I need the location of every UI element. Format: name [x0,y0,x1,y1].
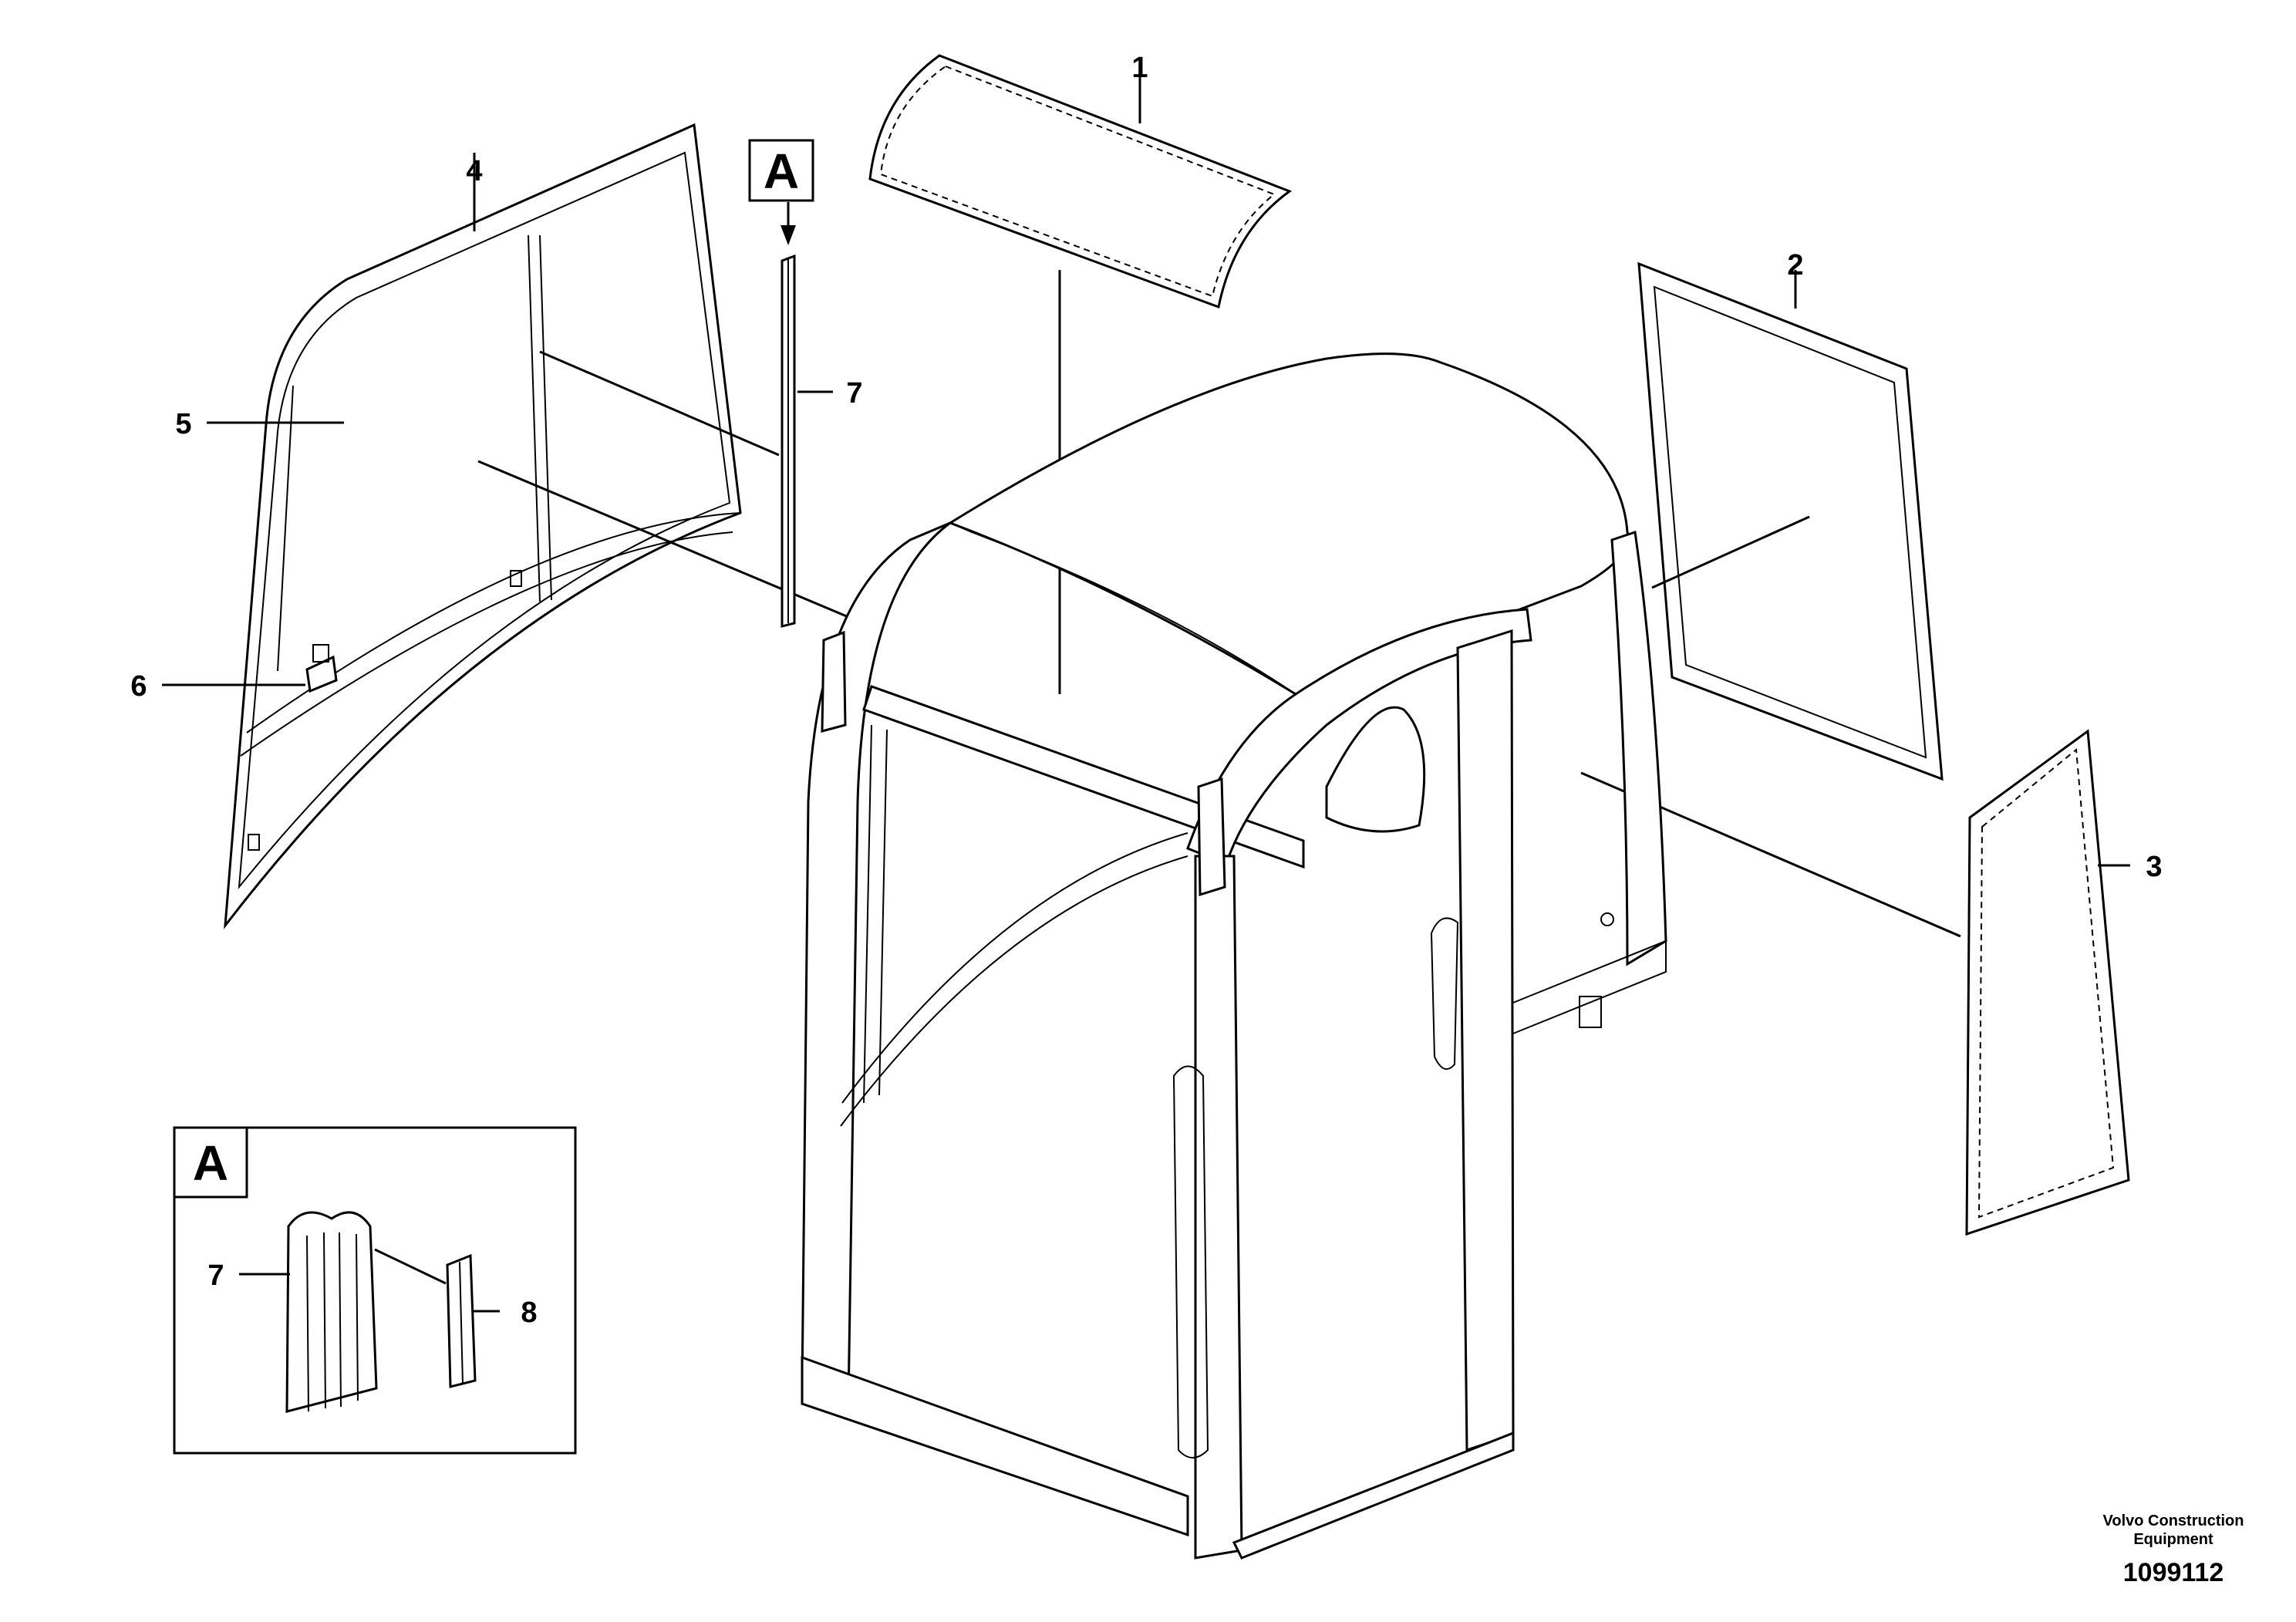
detail-a-inset: A [173,1126,577,1455]
callout-3: 3 [2146,851,2162,883]
detail-a-marker: A [748,139,814,245]
detail-box-letter: A [193,1135,228,1191]
callout-1: 1 [1131,52,1148,84]
seal-strip-part-7 [781,254,833,628]
latch-part-6 [162,644,338,693]
callout-8: 8 [521,1297,537,1329]
callout-4: 4 [466,155,482,187]
callout-6: 6 [130,670,147,703]
detail-marker-letter: A [764,143,799,199]
callout-7: 7 [846,377,862,410]
drawing-number: 1099112 [2123,1558,2224,1587]
side-glass-part-3 [1580,729,2130,1236]
cab-frame [801,352,1667,1560]
footer: Volvo Construction Equipment 1099112 [2103,1512,2244,1587]
brand-line-2: Equipment [2133,1531,2213,1548]
callout-labels: 1 2 3 4 5 6 7 7 8 [130,52,2162,1329]
callout-5: 5 [175,408,191,440]
rear-glass-part-2 [1637,261,1944,781]
callout-7-detail: 7 [207,1259,224,1292]
front-window-part-4 [224,123,742,929]
brand-line-1: Volvo Construction [2103,1512,2244,1529]
callout-2: 2 [1787,249,1803,282]
